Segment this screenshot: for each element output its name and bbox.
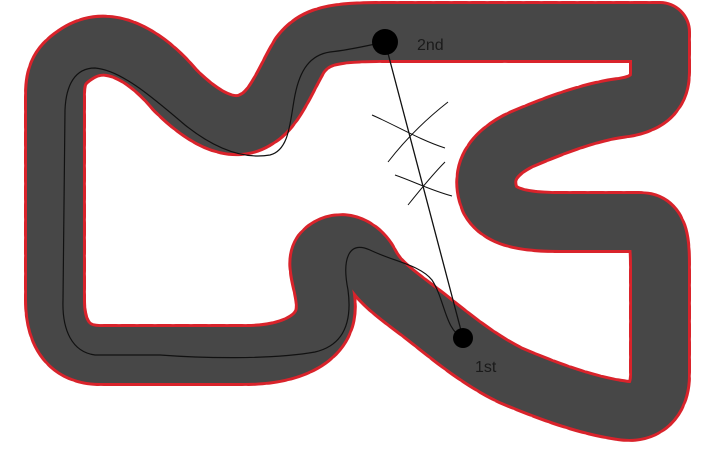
marker-label-second: 2nd [417,37,444,54]
cross-mark-upper-stroke-b [388,102,448,162]
race-track [55,32,660,411]
cross-out-marks [372,102,452,205]
marker-dot-first [453,328,473,348]
marker-label-first: 1st [475,359,497,376]
marker-dot-second [372,29,398,55]
